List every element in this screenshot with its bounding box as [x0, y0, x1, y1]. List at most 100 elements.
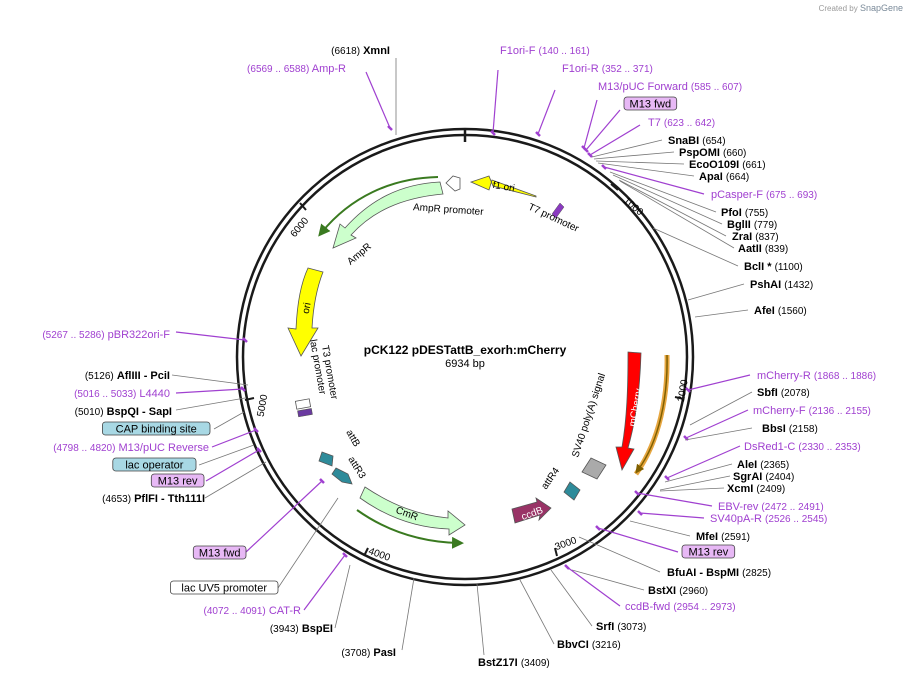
right-leader-mfei [629, 520, 691, 537]
left-enzyme-pos-afliii-pcii: (5126) [85, 371, 114, 382]
right-primer-range-mcherry-f: (2136 .. 2155) [809, 406, 871, 417]
sv40-polya-arrow [581, 457, 607, 480]
tick-2000: 2000 [676, 378, 691, 402]
right-box-m13-rev [681, 544, 736, 559]
right-label-bbsi: BbsI (2158) [762, 423, 818, 435]
right-enzyme-name-apai: ApaI [699, 171, 723, 183]
right-leader-bcli [652, 227, 739, 267]
right-leader-bbvci [519, 579, 555, 645]
t7-promoter-arrow [551, 202, 565, 219]
left-label-m13-rev: M13 rev [150, 473, 205, 488]
right-label-bfuai-bspmi: BfuAI - BspMI (2825) [667, 567, 771, 579]
right-label-bglii: BglII (779) [727, 219, 777, 231]
left-site-mark-m13-rev [256, 447, 262, 453]
left-label-pflfi-tth111i: (4653) PflFI - Tth111I [102, 493, 205, 505]
tick-mark-3000 [554, 547, 558, 557]
left-leader-pflfi-tth111i [204, 461, 267, 499]
right-leader-alei [664, 463, 733, 483]
left-label-l4440: (5016 .. 5033) L4440 [74, 388, 170, 400]
t3-lac-promoter-box [294, 398, 312, 410]
right-site-mark-sv40pa-r [637, 510, 643, 516]
right-label-mcherry-r: mCherry-R (1868 .. 1886) [757, 370, 876, 382]
right-leader-pspomi [593, 151, 675, 160]
lac-operator-box [297, 408, 313, 418]
left-site-mark-l4440 [240, 386, 246, 392]
right-site-mark-dsred1-c [664, 475, 670, 481]
cmr-arrow [359, 486, 466, 536]
t7-promoter-feature: T7 promoter [526, 202, 581, 235]
right-primer-range-f1ori-f: (140 .. 161) [539, 46, 590, 57]
left-primer-text-cat-r: (4072 .. 4091) CAT-R [203, 605, 301, 617]
right-enzyme-text-sgrai: SgrAI (2404) [733, 471, 794, 483]
right-enzyme-text-bbvci: BbvCI (3216) [557, 639, 621, 651]
right-enzyme-name-pfoi: PfoI [721, 207, 742, 219]
credit: Created by SnapGene [819, 3, 903, 13]
right-leader-ecoo109i [595, 160, 685, 165]
attb-label: attB [343, 428, 362, 449]
right-label-ecoo109i: EcoO109I (661) [689, 159, 766, 171]
right-label-srfi: SrfI (3073) [596, 621, 646, 633]
left-enzyme-name-afliii-pcii: AflIII - PciI [117, 370, 170, 382]
right-primer-range-ebv-rev: (2472 .. 2491) [761, 502, 823, 513]
right-site-mark-mcherry-r [685, 387, 691, 393]
right-enzyme-pos-srfi: (3073) [617, 622, 646, 633]
right-enzyme-name-pshai: PshAI [750, 279, 781, 291]
left-primer-range-cat-r: (4072 .. 4091) [203, 606, 265, 617]
t7-promoter-label: T7 promoter [526, 202, 581, 235]
left-leader-m13-puc-reverse [211, 429, 257, 448]
plasmid-length: 6934 bp [445, 358, 485, 370]
left-enzyme-name-pasi: PasI [373, 647, 396, 659]
right-enzyme-pos-ecoo109i: (661) [742, 160, 765, 171]
cmr-feature: CmR [356, 486, 466, 549]
right-label-mfei: MfeI (2591) [696, 531, 750, 543]
right-leader-bfuai-bspmi [578, 536, 661, 573]
left-label-cap-binding-site: CAP binding site [102, 421, 211, 436]
left-leader-afliii-pcii [171, 374, 249, 386]
right-enzyme-pos-aatii: (839) [765, 244, 788, 255]
left-primer-name-m13-puc-reverse: M13/pUC Reverse [119, 442, 209, 454]
right-enzyme-name-afei: AfeI [754, 305, 775, 317]
left-label-lac-operator: lac operator [112, 457, 197, 472]
mcherry-direction-core [635, 354, 668, 474]
right-site-mark-pcasper-f [601, 164, 607, 170]
f1-ori-arrow [469, 175, 537, 198]
right-label-pshai: PshAI (1432) [750, 279, 813, 291]
left-box-m13-rev [150, 473, 205, 488]
right-enzyme-pos-bbvci: (3216) [592, 640, 621, 651]
right-leader-sbfi [689, 391, 753, 426]
right-enzyme-text-aatii: AatII (839) [738, 243, 788, 255]
left-primer-text-amp-r: (6569 .. 6588) Amp-R [247, 63, 346, 75]
right-enzyme-name-bglii: BglII [727, 219, 751, 231]
right-enzyme-pos-bstz17i: (3409) [521, 658, 550, 669]
right-label-bstxi: BstXI (2960) [648, 585, 708, 597]
right-primer-text-mcherry-r: mCherry-R (1868 .. 1886) [757, 370, 876, 382]
right-leader-bstxi [571, 569, 645, 591]
right-label-t7: T7 (623 .. 642) [648, 117, 715, 129]
ampr-direction [318, 176, 439, 237]
right-enzyme-pos-pfoi: (755) [745, 208, 768, 219]
right-primer-range-m13-puc-forward: (585 .. 607) [691, 82, 742, 93]
right-primer-name-dsred1-c: DsRed1-C [744, 441, 795, 453]
attr3-arrow [331, 467, 353, 485]
right-leader-zrai [618, 179, 727, 237]
left-enzyme-pos-pflfi-tth111i: (4653) [102, 494, 131, 505]
ori-label: ori [301, 302, 314, 315]
left-primer-range-amp-r: (6569 .. 6588) [247, 64, 309, 75]
sv40-polya-feature: SV40 poly(A) signal [570, 372, 608, 480]
right-enzyme-pos-afei: (1560) [778, 306, 807, 317]
right-enzyme-pos-sgrai: (2404) [765, 472, 794, 483]
left-enzyme-text-bspqi-sapi: (5010) BspQI - SapI [75, 406, 172, 418]
left-leader-cat-r [303, 554, 346, 611]
right-enzyme-name-pspomi: PspOMI [679, 147, 720, 159]
right-site-mark-f1ori-f [490, 130, 496, 136]
right-enzyme-text-srfi: SrfI (3073) [596, 621, 646, 633]
backbone-outer-ring [235, 127, 695, 587]
right-label-pfoi: PfoI (755) [721, 207, 768, 219]
tick-1000: 1000 [621, 196, 645, 219]
right-primer-range-mcherry-r: (1868 .. 1886) [814, 371, 876, 382]
right-label-ebv-rev: EBV-rev (2472 .. 2491) [718, 501, 824, 513]
right-site-mark-m13-fwd [583, 147, 589, 153]
left-enzyme-pos-pasi: (3708) [341, 648, 370, 659]
attr4-label: attR4 [539, 465, 562, 491]
